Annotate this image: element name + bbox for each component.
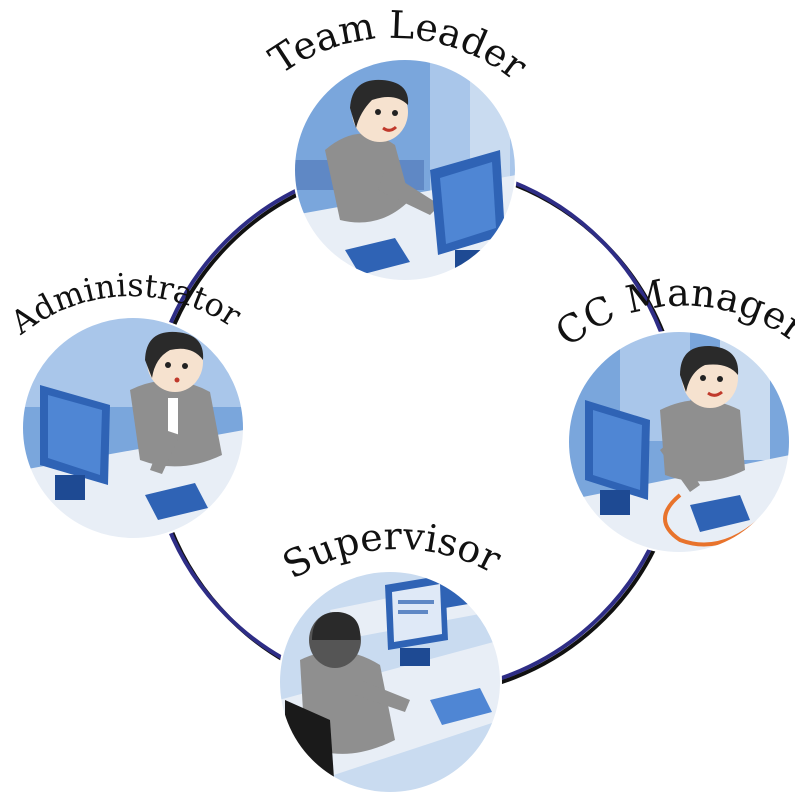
- team-leader-at-desk-icon: [294, 59, 516, 281]
- supervisor-at-desk-icon: [279, 571, 501, 793]
- administrator-at-desk-icon: [22, 317, 244, 539]
- role-node-administrator: [21, 316, 245, 540]
- role-node-team-leader: [293, 58, 517, 282]
- role-node-cc-manager: [567, 330, 791, 554]
- role-node-supervisor: [278, 570, 502, 794]
- cc-manager-at-desk-icon: [568, 331, 790, 553]
